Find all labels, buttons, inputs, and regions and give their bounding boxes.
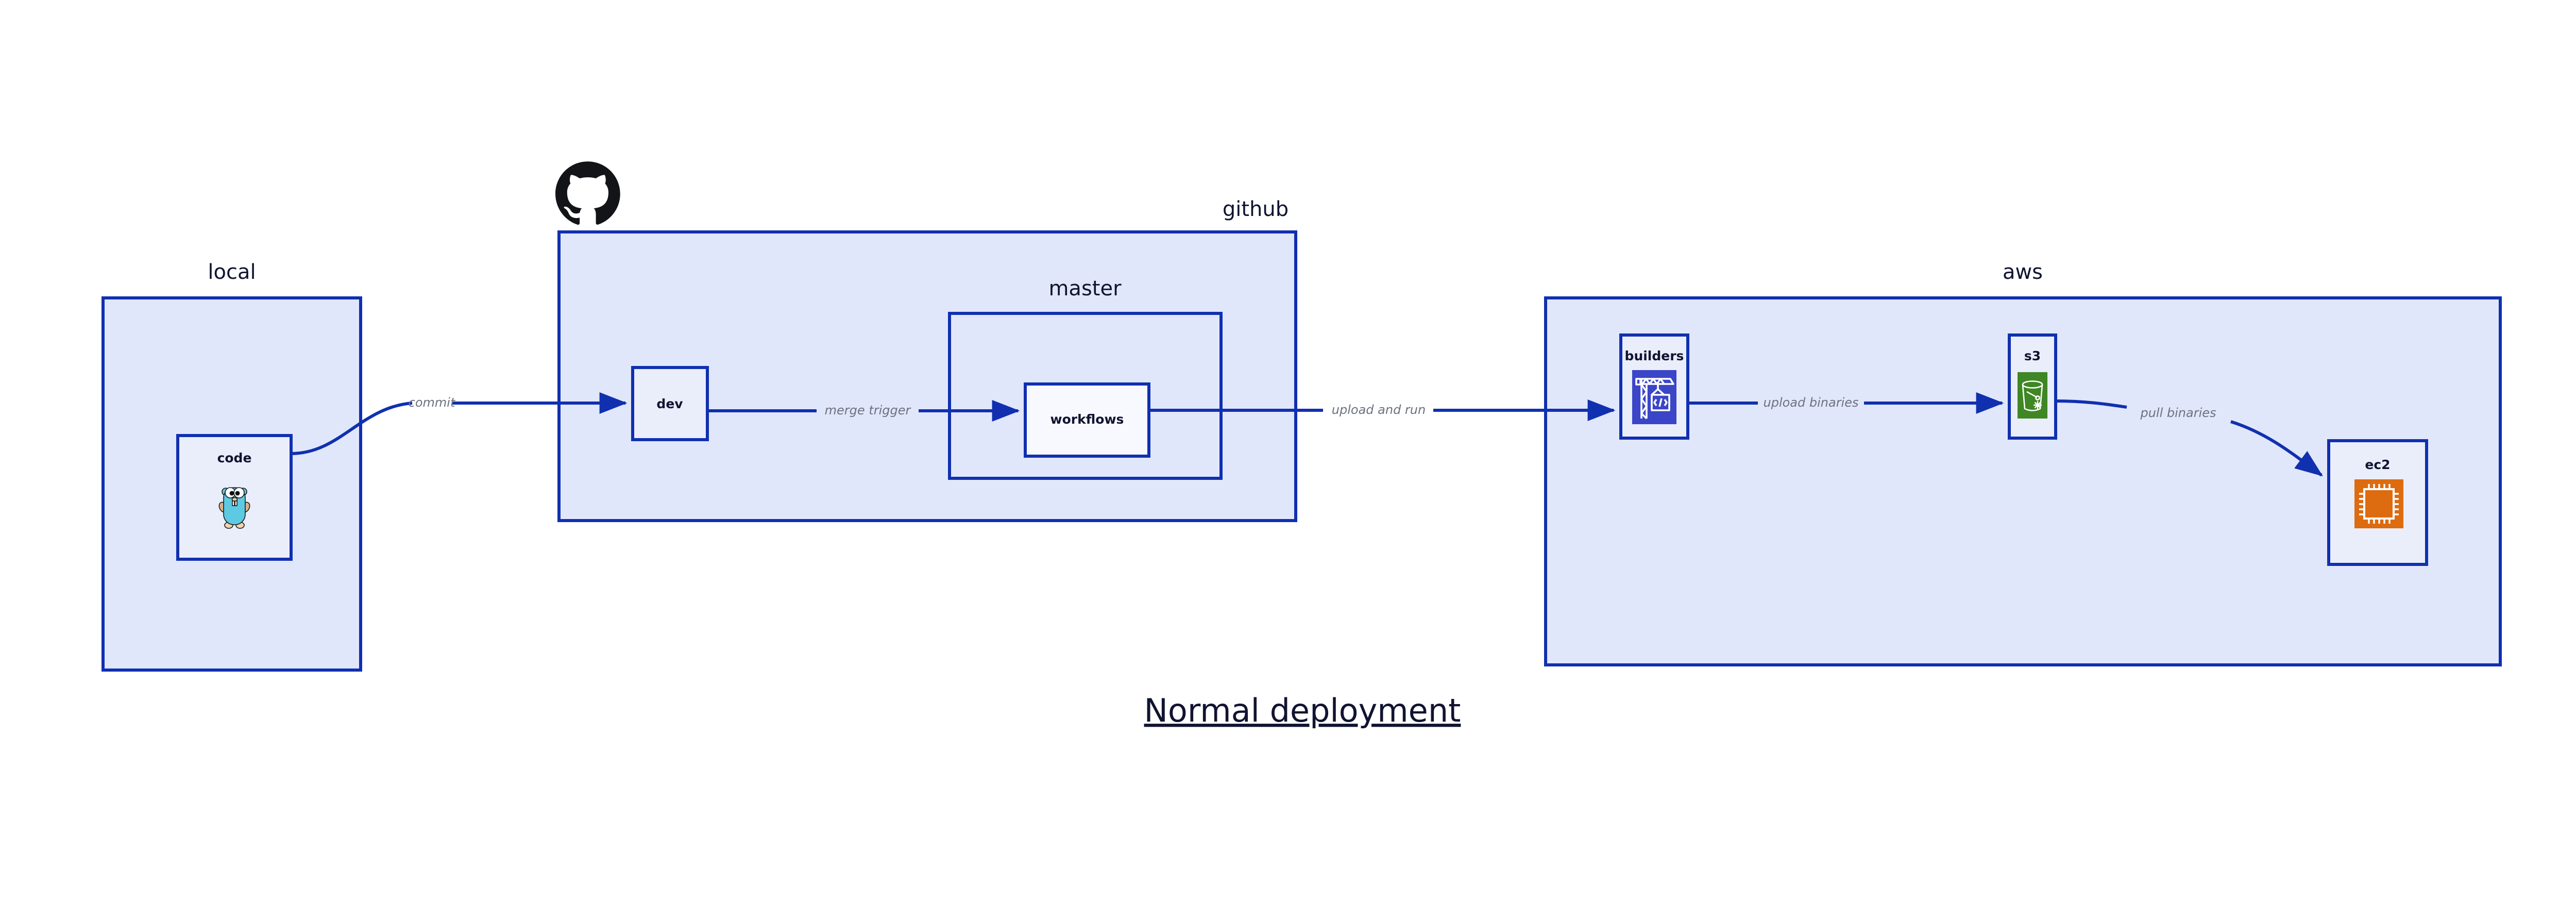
edge-pull-binaries-label: pull binaries [2140,406,2216,420]
edge-upload-binaries-label: upload binaries [1764,395,1859,410]
group-master: master workflows [948,277,1223,480]
edge-upload-and-run-label: upload and run [1332,403,1426,417]
node-ec2[interactable]: ec2 [2327,439,2428,566]
node-builders-label: builders [1625,348,1684,363]
edge-pull-binaries-curve-a [2055,399,2127,409]
node-s3[interactable]: s3 [2008,333,2057,440]
group-local-label: local [208,260,256,284]
group-aws: aws builders [1544,260,2502,666]
aws-s3-icon [2018,372,2047,419]
aws-crane-icon [1632,370,1676,424]
go-gopher-icon [218,487,250,529]
diagram-title: Normal deployment [1144,692,1461,729]
group-aws-label: aws [2003,260,2043,284]
group-github: github dev master workflows [555,161,1297,522]
edge-pull-binaries: pull binaries [2055,399,2323,477]
node-builders[interactable]: builders [1619,333,1689,440]
node-code[interactable]: code [176,434,293,561]
edge-pull-binaries-curve-b [2230,420,2323,477]
edge-upload-binaries: upload binaries [1688,392,2004,414]
node-workflows-label: workflows [1050,412,1124,427]
node-dev-label: dev [656,396,683,411]
group-master-label: master [1048,277,1122,300]
node-dev[interactable]: dev [631,366,709,441]
edge-commit: commit [291,392,628,455]
github-octocat-icon [555,161,620,225]
edge-merge-trigger-label: merge trigger [825,403,912,417]
edge-commit-curve [291,402,413,455]
edge-upload-and-run: upload and run [1149,399,1616,421]
node-code-label: code [217,450,252,465]
node-workflows[interactable]: workflows [1024,382,1150,458]
node-dev-rect[interactable] [631,366,709,441]
node-ec2-label: ec2 [2365,457,2390,472]
aws-ec2-icon [2354,479,2403,528]
node-s3-label: s3 [2024,348,2041,363]
group-github-label: github [1223,197,1289,221]
node-workflows-rect[interactable] [1024,382,1150,458]
edge-commit-label: commit [409,395,456,410]
edge-merge-trigger: merge trigger [707,400,1020,422]
